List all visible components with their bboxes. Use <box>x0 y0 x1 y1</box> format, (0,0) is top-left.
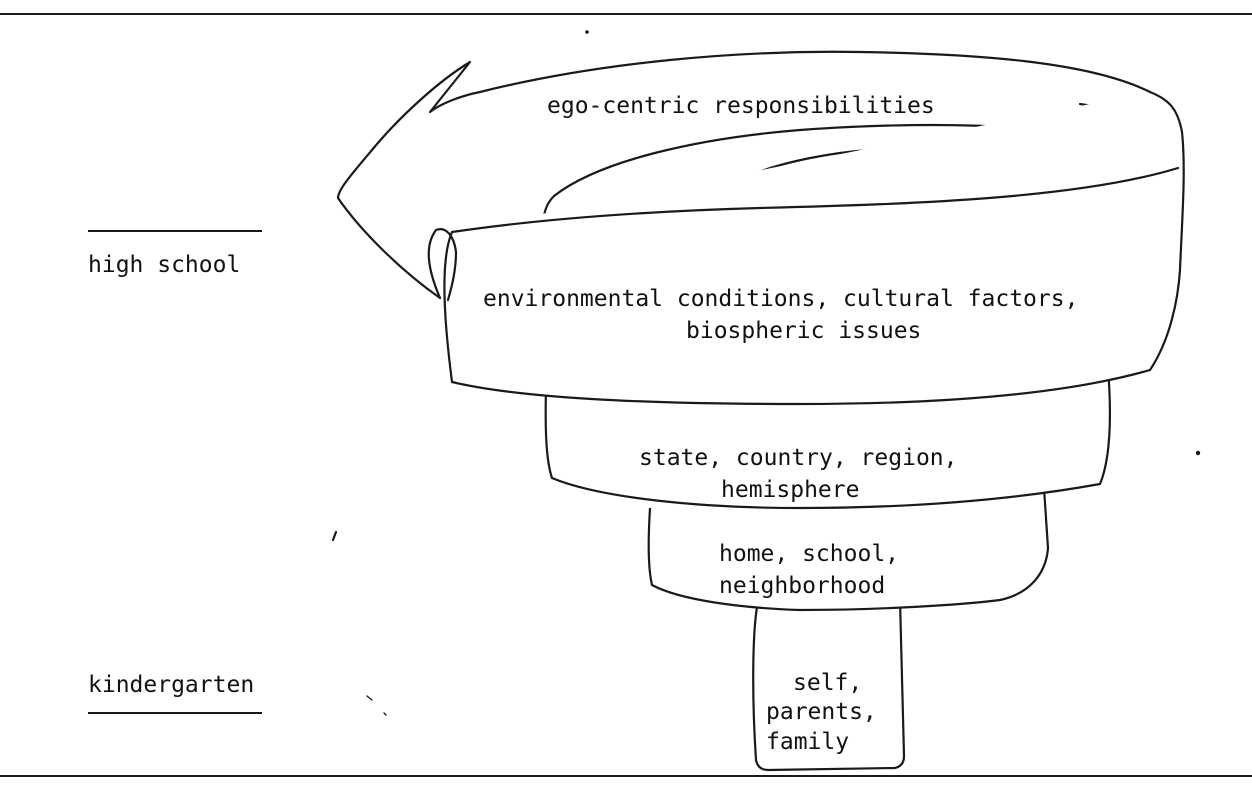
outer-band-label-line2: biospheric issues <box>686 318 921 344</box>
high-school-label: high school <box>88 252 240 278</box>
core-band-label-line3: family <box>766 729 849 755</box>
core-band-label-line2: parents, <box>766 699 877 725</box>
speck-1 <box>585 30 589 34</box>
speck-2 <box>1195 450 1201 456</box>
core-band <box>752 599 906 772</box>
outer-band-label-line1: environmental conditions, cultural facto… <box>483 286 1078 312</box>
middle-band-label-line2: hemisphere <box>721 477 859 503</box>
middle-band-label-line1: state, country, region, <box>639 445 958 471</box>
kindergarten-label: kindergarten <box>88 672 254 698</box>
speck-5 <box>383 712 387 716</box>
outer-band <box>443 90 1185 406</box>
inner-band <box>647 487 1050 612</box>
inner-band-label-line1: home, school, <box>719 541 899 567</box>
inner-band-label-line2: neighborhood <box>719 573 885 599</box>
core-band-label-line1: self, <box>793 670 862 696</box>
spiral-arrow-body <box>336 50 1152 300</box>
spiral-top-label: ego-centric responsibilities <box>547 93 935 119</box>
outer-band-top-edge <box>450 166 1180 234</box>
spiral-arrow-head <box>427 228 458 302</box>
speck-3 <box>331 530 338 542</box>
speck-4 <box>366 695 373 701</box>
